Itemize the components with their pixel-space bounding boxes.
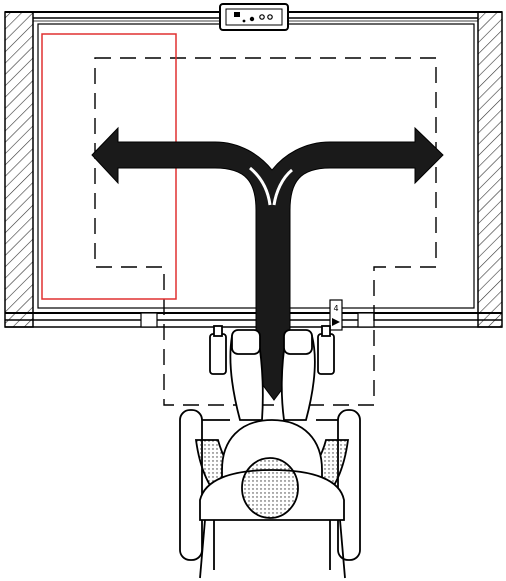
left-wall: [4, 11, 34, 328]
wheelchair-user-icon: [179, 325, 361, 579]
door-hinge-right: [357, 312, 375, 328]
right-wall: [477, 11, 503, 328]
control-panel-icon: [219, 3, 289, 31]
clear-floor-space-outline: [94, 57, 437, 406]
door-jamb-label: 4: [333, 304, 338, 313]
door-hinge-left: [140, 312, 158, 328]
t-junction-arrow-icon: [91, 126, 444, 401]
door-hardware: 4: [140, 299, 375, 331]
